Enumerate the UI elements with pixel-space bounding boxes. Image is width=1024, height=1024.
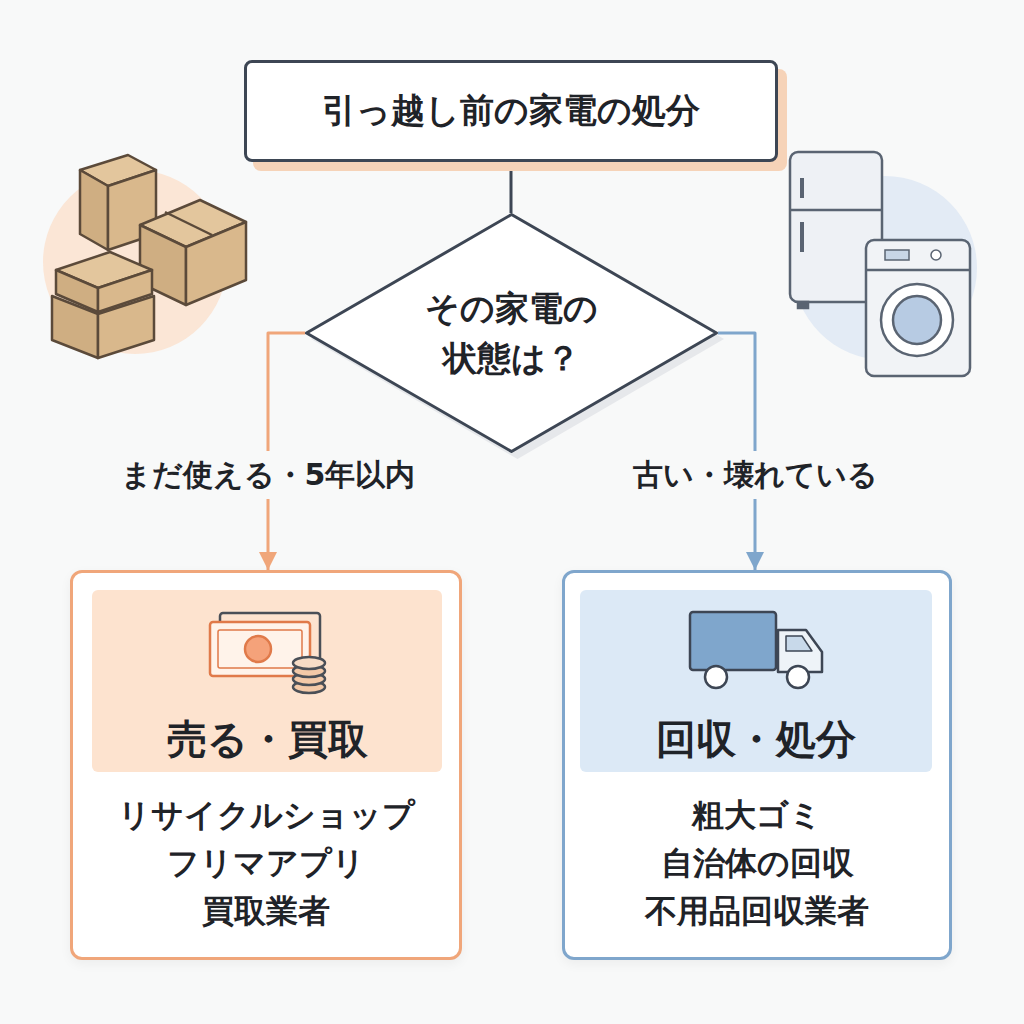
node-text: 不用品回収業者 (565, 887, 949, 935)
washer-door (881, 284, 953, 356)
fridge-split (790, 209, 882, 212)
cardboard-boxes (52, 155, 246, 358)
connector (268, 333, 305, 570)
coin (293, 681, 325, 693)
washer-display (885, 250, 909, 260)
node-text: リサイクルショップ (73, 791, 459, 839)
node-text: 引っ越し前の家電の処分 (322, 88, 700, 134)
fridge-handle (800, 178, 804, 198)
coin (293, 673, 325, 685)
node-text: 売る・買取 (167, 716, 368, 762)
box-side (52, 296, 98, 358)
money-icon (210, 613, 325, 693)
truck-icon (690, 612, 822, 688)
truck-cab (778, 630, 822, 672)
washer-window (893, 296, 941, 344)
washer-panel (866, 269, 970, 272)
connector (718, 333, 755, 570)
bill (210, 622, 310, 676)
box-tape (165, 212, 212, 235)
box-front (186, 222, 246, 305)
node-text: 買取業者 (73, 887, 459, 935)
box-front (98, 296, 154, 358)
washer-body (866, 240, 970, 376)
node-text: その家電の 状態は？ (412, 283, 612, 383)
diamond-shape (307, 215, 717, 452)
washer-knob (931, 250, 941, 260)
decision-diamond: その家電の 状態は？ (305, 213, 718, 453)
node-text: 自治体の回収 (565, 839, 949, 887)
edge-label: 古い・壊れている (629, 451, 882, 499)
fridge-handle (800, 222, 804, 252)
truck-window (786, 636, 812, 651)
coin (293, 657, 325, 669)
title-box: 引っ越し前の家電の処分 (244, 60, 778, 162)
option-heading-band: 回収・処分 (580, 590, 932, 772)
bill-inner (218, 630, 302, 668)
washer-illustration (866, 240, 970, 376)
node-text: フリマアプリ (73, 839, 459, 887)
bill-back (220, 613, 320, 667)
diamond-outline (305, 213, 718, 453)
connector (510, 162, 513, 213)
node-text: 粗大ゴミ (565, 791, 949, 839)
option-heading-band: 売る・買取 (92, 590, 442, 772)
coin (293, 665, 325, 677)
bill-circle (245, 636, 271, 662)
truck-wheel (787, 666, 809, 688)
edge-label: まだ使える・5年以内 (117, 451, 420, 499)
truck-wheel (705, 666, 727, 688)
option-box: 粗大ゴミ自治体の回収不用品回収業者回収・処分 (562, 570, 952, 960)
box-side (80, 170, 108, 250)
truck-cargo (690, 612, 776, 670)
fridge-foot (798, 302, 808, 308)
option-box: リサイクルショップフリマアプリ買取業者 売る・買取 (70, 570, 462, 960)
node-text: 回収・処分 (656, 716, 856, 762)
